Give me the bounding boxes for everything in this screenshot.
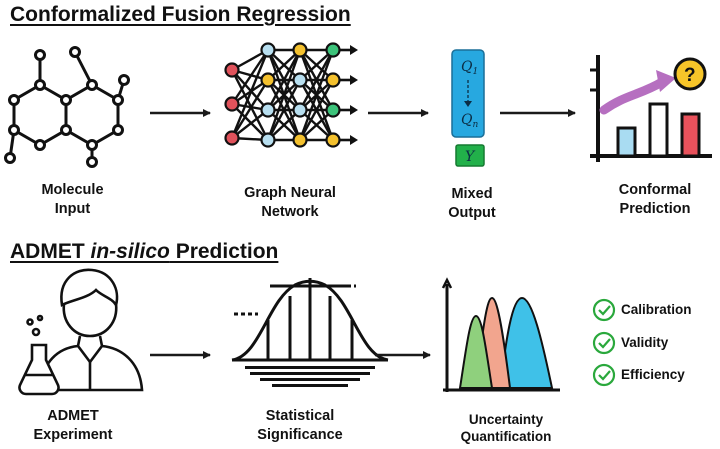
network-node [260,42,276,58]
checklist-calibration: Calibration [621,302,692,317]
checklist-efficiency: Efficiency [621,367,685,382]
network-output-arrowhead [350,135,358,145]
bell-curve-icon [231,278,389,387]
network-output-arrowhead [350,105,358,115]
network-node [292,102,308,118]
network-edge [298,79,335,141]
molecule-icon [4,46,130,168]
check-icon-validity [592,331,616,355]
network-edge [298,49,335,111]
network-node [260,132,276,148]
svg-text:?: ? [684,65,696,86]
network-edge [230,69,270,141]
network-edge [230,49,270,139]
network-node [292,72,308,88]
network-edge [231,49,269,105]
mixed-output-icon: Q1 Qn Y [451,49,485,167]
network-output-arrowhead [350,75,358,85]
network-edge [298,49,335,141]
network-node [325,42,341,58]
svg-text:Y: Y [465,149,476,165]
section1-title: Conformalized Fusion Regression [10,3,351,26]
network-edge [231,103,269,141]
network-node [325,72,341,88]
conformal-prediction-icon: ? [590,55,712,162]
network-node [224,96,240,112]
network-node [325,102,341,118]
network-node [260,102,276,118]
uncertainty-peaks-icon [441,277,560,392]
network-node [224,130,240,146]
network-node [224,62,240,78]
network-node [292,42,308,58]
network-edge [231,109,269,139]
network-edge [266,49,302,141]
scientist-icon [18,268,144,396]
network-edge [230,79,270,139]
network-node [325,132,341,148]
network-edge [231,69,269,111]
check-icon-efficiency [592,363,616,387]
network-edge [266,79,302,141]
network-node [292,132,308,148]
section2-title: ADMET in-silico Prediction [10,240,279,263]
check-icon-calibration [592,298,616,322]
network-output-arrowhead [350,45,358,55]
network-edge [266,49,302,111]
network-node [260,72,276,88]
checklist-validity: Validity [621,335,669,350]
neural-network-icon [224,42,358,148]
